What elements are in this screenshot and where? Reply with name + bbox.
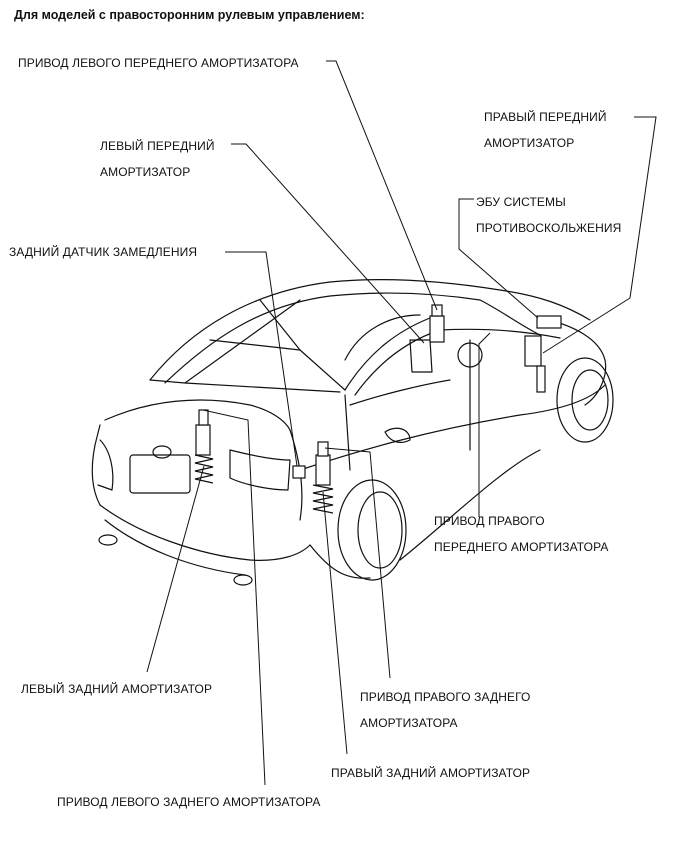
rear-decel-sensor-icon (292, 465, 306, 479)
label-text: ПРАВЫЙ ПЕРЕДНИЙ (484, 110, 607, 124)
label-skid-control-ecu: ЭБУ СИСТЕМЫ ПРОТИВОСКОЛЬЖЕНИЯ (476, 189, 621, 241)
label-text: АМОРТИЗАТОРА (360, 716, 458, 730)
label-text: ПРИВОД ПРАВОГО ЗАДНЕГО (360, 690, 531, 704)
label-text: ЗАДНИЙ ДАТЧИК ЗАМЕДЛЕНИЯ (9, 245, 198, 259)
label-right-front-shock: ПРАВЫЙ ПЕРЕДНИЙ АМОРТИЗАТОР (484, 104, 607, 156)
components (194, 304, 562, 514)
skid-control-ecu-icon (536, 315, 562, 329)
label-text: АМОРТИЗАТОР (100, 165, 191, 179)
label-text: ПРИВОД ПРАВОГО (434, 514, 545, 528)
label-front-right-actuator: ПРИВОД ПРАВОГО ПЕРЕДНЕГО АМОРТИЗАТОРА (434, 508, 609, 560)
label-rear-right-actuator: ПРИВОД ПРАВОГО ЗАДНЕГО АМОРТИЗАТОРА (360, 684, 530, 736)
label-text: ЭБУ СИСТЕМЫ (476, 195, 566, 209)
label-text: ЛЕВЫЙ ЗАДНИЙ АМОРТИЗАТОР (21, 682, 213, 696)
front-right-strut-icon (536, 365, 546, 393)
left-rear-shock-icon (195, 424, 211, 456)
front-right-shock-icon (524, 335, 542, 367)
label-rear-decel-sensor: ЗАДНИЙ ДАТЧИК ЗАМЕДЛЕНИЯ (9, 239, 197, 265)
label-left-rear-shock: ЛЕВЫЙ ЗАДНИЙ АМОРТИЗАТОР (21, 676, 212, 702)
leader-lines (146, 60, 657, 786)
label-text: ПРАВЫЙ ЗАДНИЙ АМОРТИЗАТОР (331, 766, 531, 780)
label-left-front-shock: ЛЕВЫЙ ПЕРЕДНИЙ АМОРТИЗАТОР (100, 133, 215, 185)
label-right-rear-shock: ПРАВЫЙ ЗАДНИЙ АМОРТИЗАТОР (331, 760, 530, 786)
right-rear-spring-icon (312, 484, 334, 514)
label-text: ПЕРЕДНЕГО АМОРТИЗАТОРА (434, 540, 609, 554)
label-text: ЛЕВЫЙ ПЕРЕДНИЙ (100, 139, 215, 153)
right-rear-actuator-icon (317, 441, 329, 457)
label-text: АМОРТИЗАТОР (484, 136, 575, 150)
page-title: Для моделей с правосторонним рулевым упр… (14, 8, 365, 22)
front-left-actuator-icon (431, 304, 443, 317)
label-text: ПРИВОД ЛЕВОГО ЗАДНЕГО АМОРТИЗАТОРА (57, 795, 321, 809)
label-text: ПРИВОД ЛЕВОГО ПЕРЕДНЕГО АМОРТИЗАТОРА (18, 56, 299, 70)
left-rear-actuator-icon (198, 409, 209, 426)
label-text: ПРОТИВОСКОЛЬЖЕНИЯ (476, 221, 622, 235)
right-rear-shock-icon (315, 454, 331, 486)
car-body-outline (91, 278, 614, 586)
left-rear-spring-icon (194, 454, 214, 484)
label-rear-left-actuator: ПРИВОД ЛЕВОГО ЗАДНЕГО АМОРТИЗАТОРА (57, 789, 320, 815)
front-left-shock-icon (429, 315, 445, 343)
label-front-left-actuator: ПРИВОД ЛЕВОГО ПЕРЕДНЕГО АМОРТИЗАТОРА (18, 50, 299, 76)
